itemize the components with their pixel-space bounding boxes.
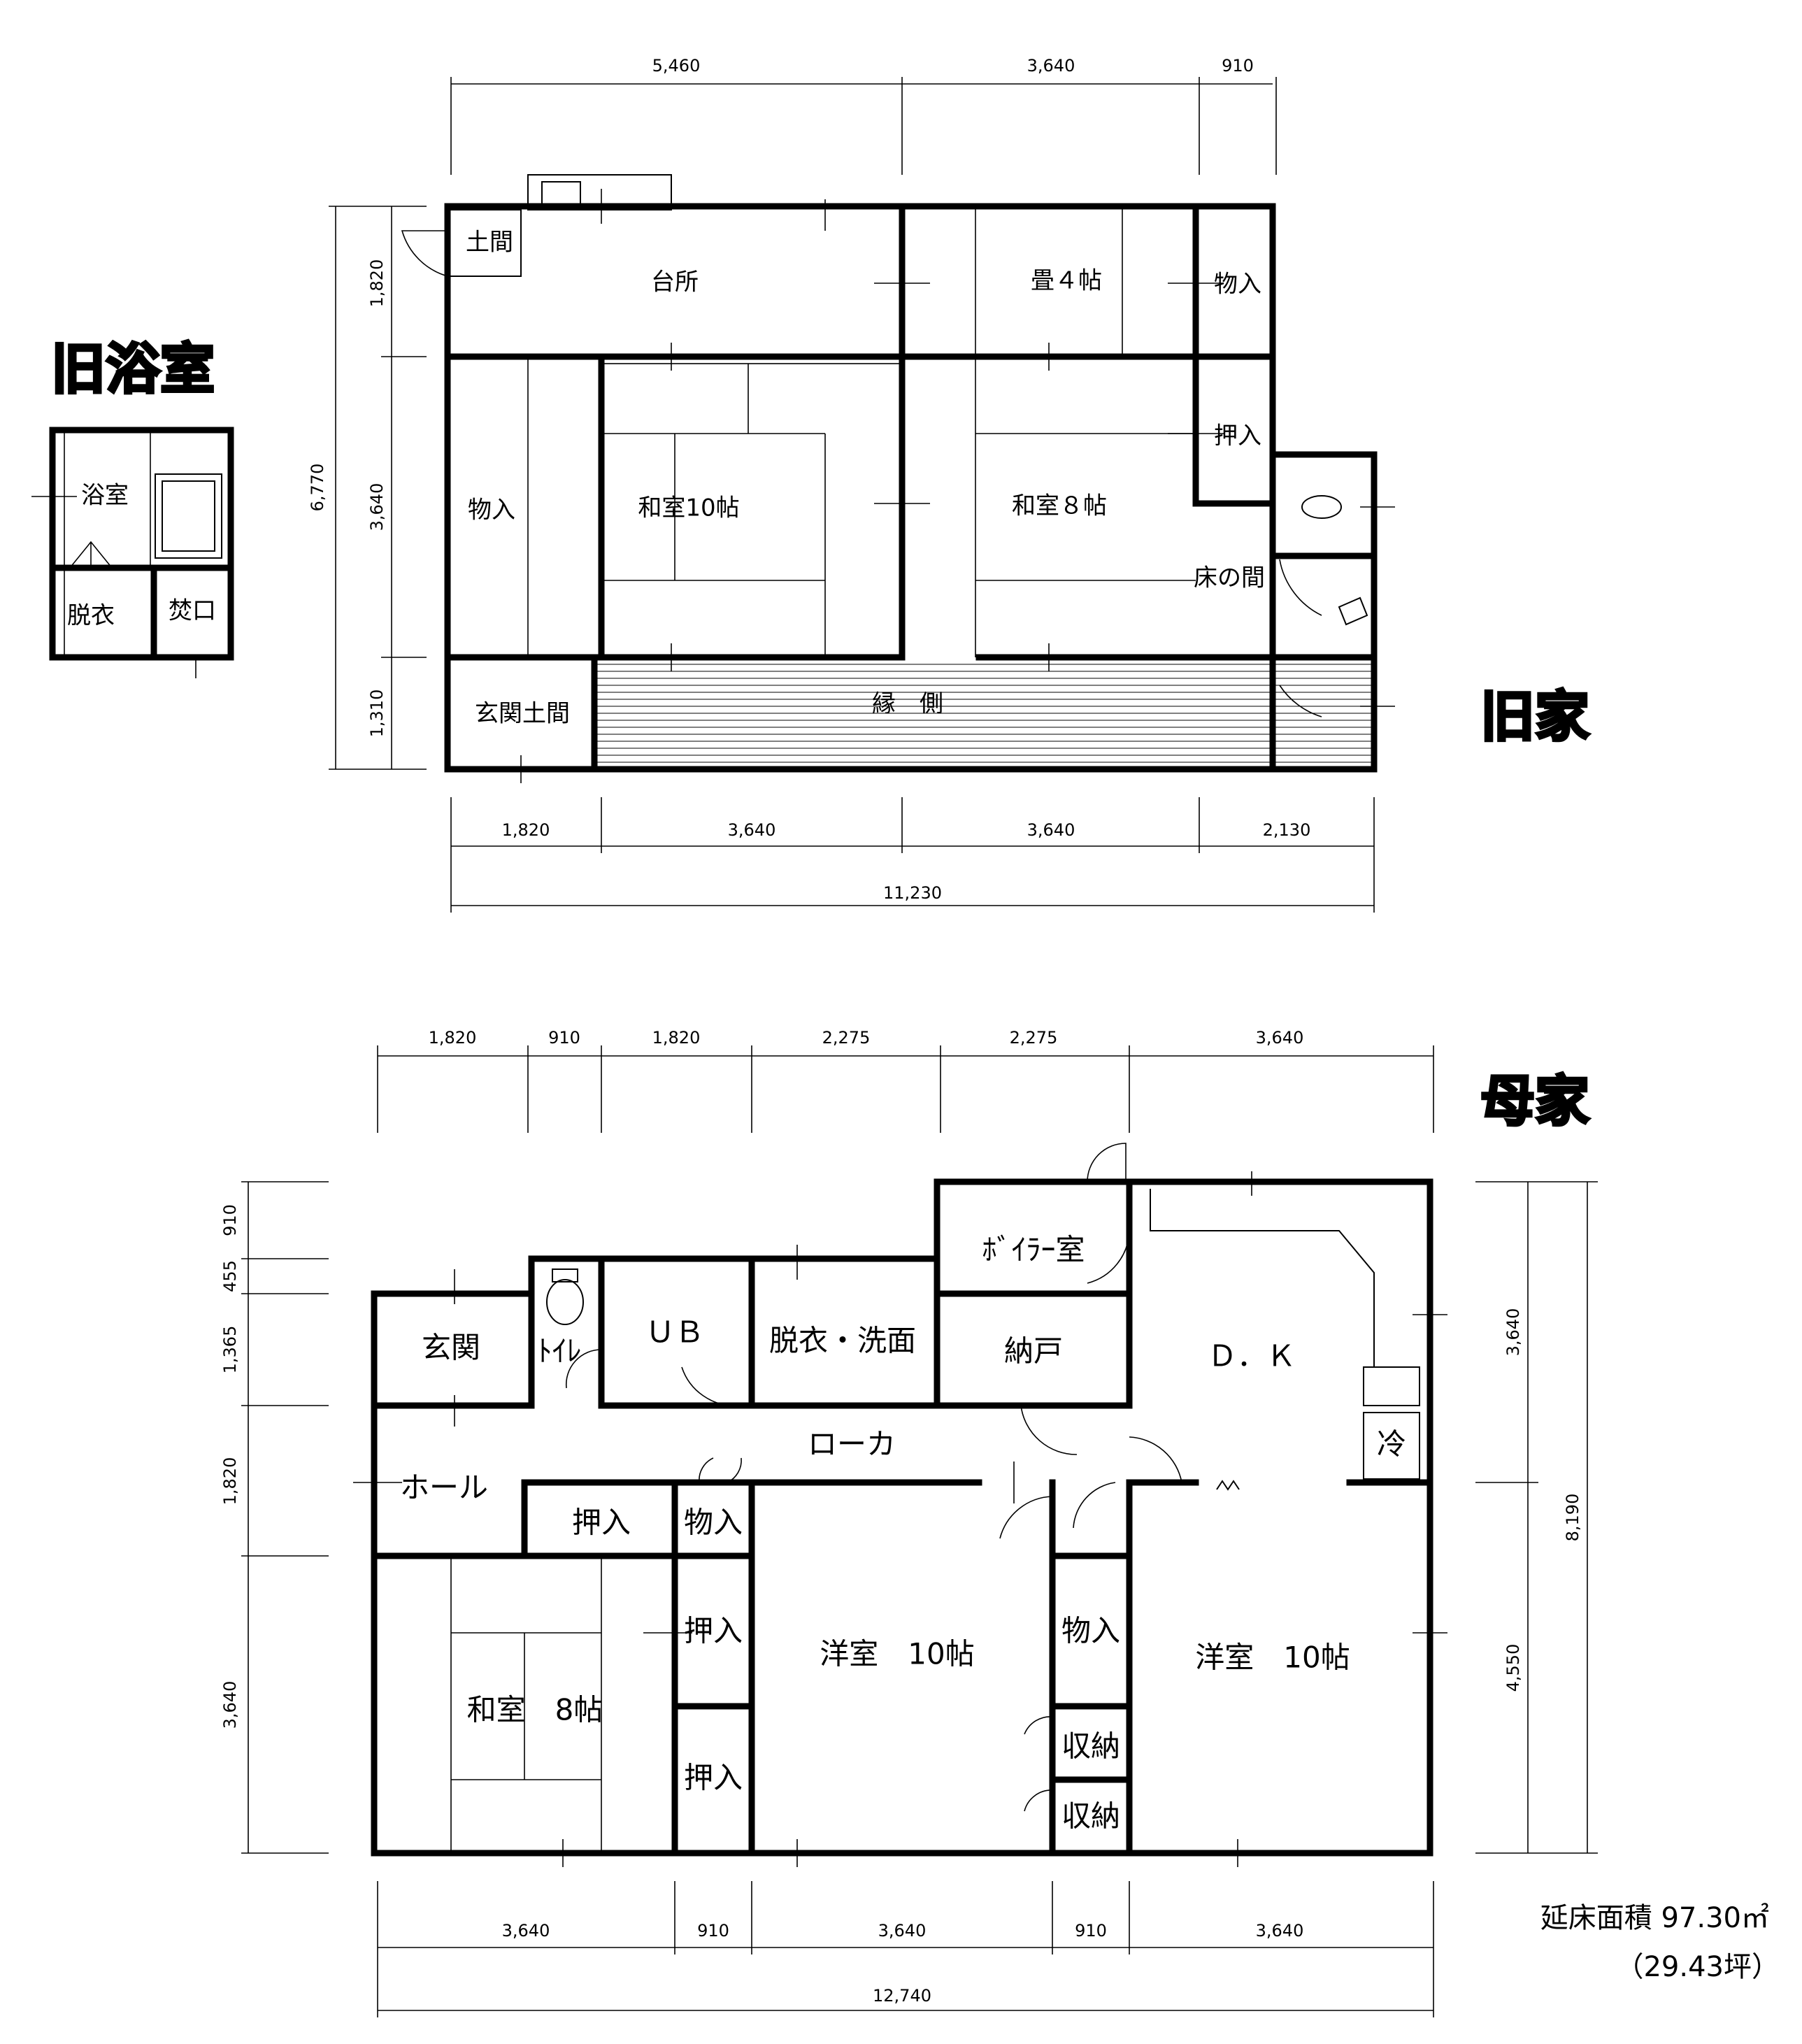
room-storage-1: 物入 bbox=[1214, 271, 1261, 299]
md-bottom-3: 3,640 bbox=[878, 1921, 927, 1941]
room-tokonoma: 床の間 bbox=[1194, 564, 1265, 592]
md-top-1: 1,820 bbox=[429, 1028, 477, 1048]
dim-bottom-2: 3,640 bbox=[728, 820, 776, 840]
room-washitsu-8: 和室８帖 bbox=[1012, 492, 1107, 520]
room-genkan: 玄関 bbox=[422, 1331, 480, 1365]
md-top-2: 910 bbox=[548, 1028, 580, 1048]
old-bath-room-bath: 浴室 bbox=[81, 482, 129, 510]
md-right-2: 4,550 bbox=[1503, 1644, 1523, 1692]
room-closet-2: 収納 bbox=[1061, 1799, 1120, 1834]
room-corridor: ローカ bbox=[808, 1427, 896, 1461]
room-storage-1: 物入 bbox=[684, 1506, 743, 1540]
old-house-plan: 土間 台所 畳４帖 物入 押入 物入 和室10帖 和室８帖 床の間 玄関土間 縁… bbox=[308, 56, 1395, 913]
kitchen-counter bbox=[527, 174, 672, 210]
room-nando: 納戸 bbox=[1004, 1334, 1063, 1368]
boiler-door bbox=[1087, 1143, 1127, 1182]
doma-box bbox=[447, 209, 522, 277]
md-left-3: 1,365 bbox=[220, 1326, 240, 1374]
room-changing: 脱衣・洗面 bbox=[769, 1324, 916, 1358]
md-right-1: 3,640 bbox=[1503, 1308, 1523, 1357]
md-left-5: 3,640 bbox=[220, 1681, 240, 1729]
kitchen-counter bbox=[1150, 1189, 1375, 1367]
md-bottom-2: 910 bbox=[697, 1921, 729, 1941]
md-top-6: 3,640 bbox=[1256, 1028, 1304, 1048]
dim-left-3: 1,310 bbox=[367, 689, 387, 738]
room-engawa: 縁 側 bbox=[872, 690, 943, 718]
kitchen-sink bbox=[541, 181, 581, 210]
room-oshiire-1: 押入 bbox=[572, 1506, 631, 1540]
md-left-1: 910 bbox=[220, 1204, 240, 1236]
room-tatami4: 畳４帖 bbox=[1031, 267, 1102, 295]
tsubo-note: （29.43坪） bbox=[1615, 1951, 1780, 1983]
md-bottom-total: 12,740 bbox=[873, 1986, 931, 2006]
room-oshiire: 押入 bbox=[1214, 422, 1261, 450]
room-doma: 土間 bbox=[466, 229, 513, 257]
dim-bottom-4: 2,130 bbox=[1263, 820, 1311, 840]
room-dk: Ｄ．Ｋ bbox=[1208, 1339, 1296, 1373]
bathtub bbox=[155, 473, 222, 559]
room-storage-2: 物入 bbox=[468, 496, 515, 524]
old-bath-outline bbox=[49, 427, 234, 661]
md-right-total: 8,190 bbox=[1563, 1494, 1582, 1542]
floor-area-note: 延床面積 97.30㎡ bbox=[1540, 1902, 1769, 1934]
toilet-bowl bbox=[546, 1279, 584, 1325]
md-top-5: 2,275 bbox=[1010, 1028, 1058, 1048]
md-top-4: 2,275 bbox=[822, 1028, 871, 1048]
engawa-boards bbox=[594, 664, 1374, 763]
room-oshiire-3: 押入 bbox=[684, 1761, 743, 1795]
dim-left-1: 1,820 bbox=[367, 259, 387, 308]
dim-left-2: 3,640 bbox=[367, 483, 387, 531]
room-storage-2: 物入 bbox=[1061, 1614, 1120, 1648]
room-hall: ホール bbox=[400, 1471, 488, 1505]
old-house-outer-wall bbox=[444, 203, 1276, 773]
md-bottom-1: 3,640 bbox=[502, 1921, 550, 1941]
dim-bottom-3: 3,640 bbox=[1027, 820, 1075, 840]
fridge-box bbox=[1363, 1412, 1420, 1480]
stove bbox=[1363, 1366, 1420, 1406]
old-toilet-bowl bbox=[1338, 596, 1368, 626]
old-house-toilet-annex bbox=[1269, 451, 1378, 773]
room-oshiire-2: 押入 bbox=[684, 1614, 743, 1648]
doma-door-swing bbox=[401, 230, 448, 277]
room-closet-1: 収納 bbox=[1061, 1729, 1120, 1764]
room-toilet: ﾄｲﾚ bbox=[537, 1334, 581, 1368]
dim-left-total: 6,770 bbox=[308, 464, 327, 512]
dim-top-1: 5,460 bbox=[652, 56, 701, 76]
md-left-4: 1,820 bbox=[220, 1457, 240, 1506]
md-bottom-5: 3,640 bbox=[1256, 1921, 1304, 1941]
room-ub: ＵＢ bbox=[645, 1315, 704, 1350]
title-old-house: 旧家 bbox=[1480, 685, 1589, 748]
room-washitsu-8: 和室 8帖 bbox=[467, 1693, 603, 1727]
dim-top-3: 910 bbox=[1222, 56, 1254, 76]
room-boiler: ﾎﾞｲﾗｰ室 bbox=[982, 1233, 1085, 1267]
bathtub-inner bbox=[162, 480, 215, 552]
room-genkan-doma: 玄関土間 bbox=[475, 700, 570, 728]
old-bath-room-stoke: 焚口 bbox=[169, 597, 216, 625]
room-kitchen: 台所 bbox=[651, 269, 699, 296]
dim-bottom-1: 1,820 bbox=[502, 820, 550, 840]
room-youshitsu-1: 洋室 10帖 bbox=[820, 1637, 974, 1671]
room-youshitsu-2: 洋室 10帖 bbox=[1195, 1641, 1350, 1675]
room-washitsu-10: 和室10帖 bbox=[638, 494, 739, 522]
toilet-tank bbox=[552, 1268, 578, 1282]
urinal bbox=[1301, 495, 1342, 519]
md-left-2: 455 bbox=[220, 1260, 240, 1292]
title-main-house: 母家 bbox=[1480, 1070, 1589, 1133]
md-bottom-4: 910 bbox=[1075, 1921, 1107, 1941]
dim-bottom-total: 11,230 bbox=[883, 883, 942, 903]
dim-top-2: 3,640 bbox=[1027, 56, 1075, 76]
old-bath-room-changing: 脱衣 bbox=[67, 602, 115, 630]
md-top-3: 1,820 bbox=[652, 1028, 701, 1048]
old-bath-plan: 浴室 脱衣 焚口 bbox=[31, 427, 234, 678]
room-fridge: 冷 bbox=[1377, 1427, 1406, 1461]
title-old-bath: 旧浴室 bbox=[51, 338, 215, 401]
main-house-plan: 玄関 ﾄｲﾚ ＵＢ 脱衣・洗面 ﾎﾞｲﾗｰ室 納戸 Ｄ．Ｋ 冷 ローカ ホール … bbox=[220, 1028, 1598, 2017]
